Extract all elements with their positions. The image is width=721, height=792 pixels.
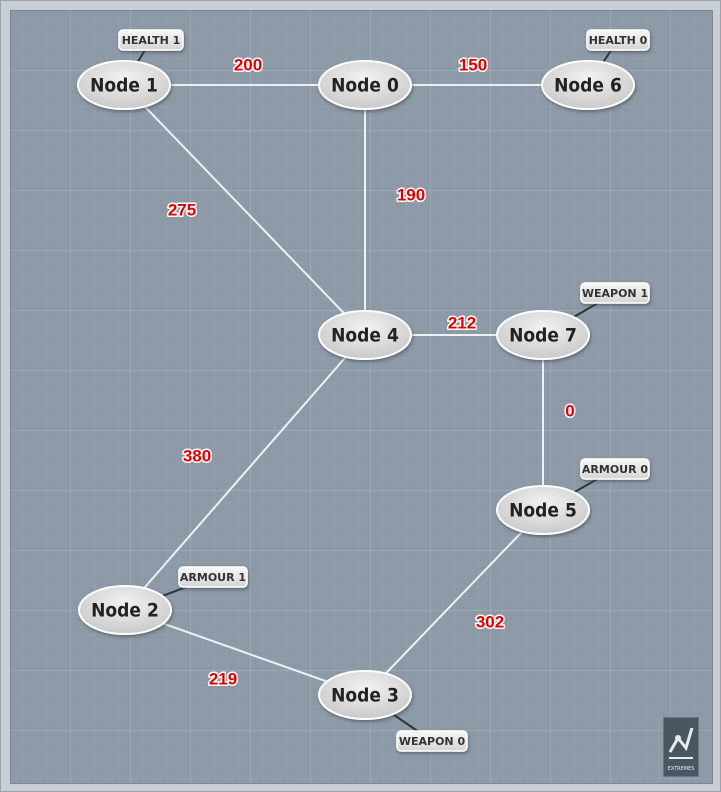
edge-weight-label: 190 xyxy=(397,185,425,204)
node-tag-label: HEALTH 1 xyxy=(122,34,181,47)
edge-weight-label: 0 xyxy=(565,401,574,420)
node-tag-label: WEAPON 0 xyxy=(399,735,466,748)
node-tag-n5: ARMOUR 0 xyxy=(580,458,650,480)
node-tag-label: HEALTH 0 xyxy=(589,34,648,47)
edge-n1-n4 xyxy=(123,84,366,336)
edge-weight-label: 275 xyxy=(168,200,196,219)
edge-weight-label: 212 xyxy=(448,313,476,332)
logo-text: EXTREMES xyxy=(668,766,695,772)
brand-logo: EXTREMES xyxy=(663,717,699,777)
node-label: Node 4 xyxy=(331,325,399,347)
node-tag-n6: HEALTH 0 xyxy=(586,29,650,51)
graph-node-n4[interactable]: Node 4 xyxy=(318,310,412,360)
node-label: Node 1 xyxy=(90,75,158,97)
node-label: Node 3 xyxy=(331,685,399,707)
node-tag-n3: WEAPON 0 xyxy=(396,730,468,752)
edges-layer xyxy=(123,84,588,696)
graph-node-n0[interactable]: Node 0 xyxy=(318,60,412,110)
tags-layer: HEALTH 1 ARMOUR 1 WEAPON 0 ARMOUR 0 HEALTH 0… xyxy=(118,29,650,752)
graph-node-n6[interactable]: Node 6 xyxy=(541,60,635,110)
node-tag-n7: WEAPON 1 xyxy=(580,282,650,304)
node-tag-label: ARMOUR 1 xyxy=(180,571,246,584)
edge-weight-label: 150 xyxy=(459,55,487,74)
edge-weight-label: 302 xyxy=(476,612,504,631)
graph-canvas xyxy=(10,10,713,784)
graph-node-n5[interactable]: Node 5 xyxy=(496,485,590,535)
graph-node-n1[interactable]: Node 1 xyxy=(77,60,171,110)
edge-weight-label: 200 xyxy=(234,55,262,74)
edge-n4-n2 xyxy=(124,334,366,611)
node-tag-n1: HEALTH 1 xyxy=(118,29,184,51)
node-tag-label: WEAPON 1 xyxy=(582,287,648,300)
node-label: Node 0 xyxy=(331,75,399,97)
edge-n2-n3 xyxy=(124,609,366,696)
edge-n5-n3 xyxy=(364,509,544,696)
graph-node-n2[interactable]: Node 2 xyxy=(78,585,172,635)
nodes-layer: Node 0 Node 1 Node 2 Node 3 Node 4 Node 5 Node… xyxy=(77,60,635,720)
node-label: Node 2 xyxy=(91,600,159,622)
node-tag-n2: ARMOUR 1 xyxy=(178,566,248,588)
logo-icon: EXTREMES xyxy=(668,727,695,772)
edge-weight-label: 219 xyxy=(209,669,237,688)
node-tag-label: ARMOUR 0 xyxy=(582,463,649,476)
graph-node-n3[interactable]: Node 3 xyxy=(318,670,412,720)
node-label: Node 7 xyxy=(509,325,577,347)
graph-node-n7[interactable]: Node 7 xyxy=(496,310,590,360)
node-label: Node 5 xyxy=(509,500,577,522)
edge-weight-label: 380 xyxy=(183,446,211,465)
node-label: Node 6 xyxy=(554,75,622,97)
edge-weights-layer: 200 150 275 190 212 0 380 302 219 xyxy=(166,54,576,690)
